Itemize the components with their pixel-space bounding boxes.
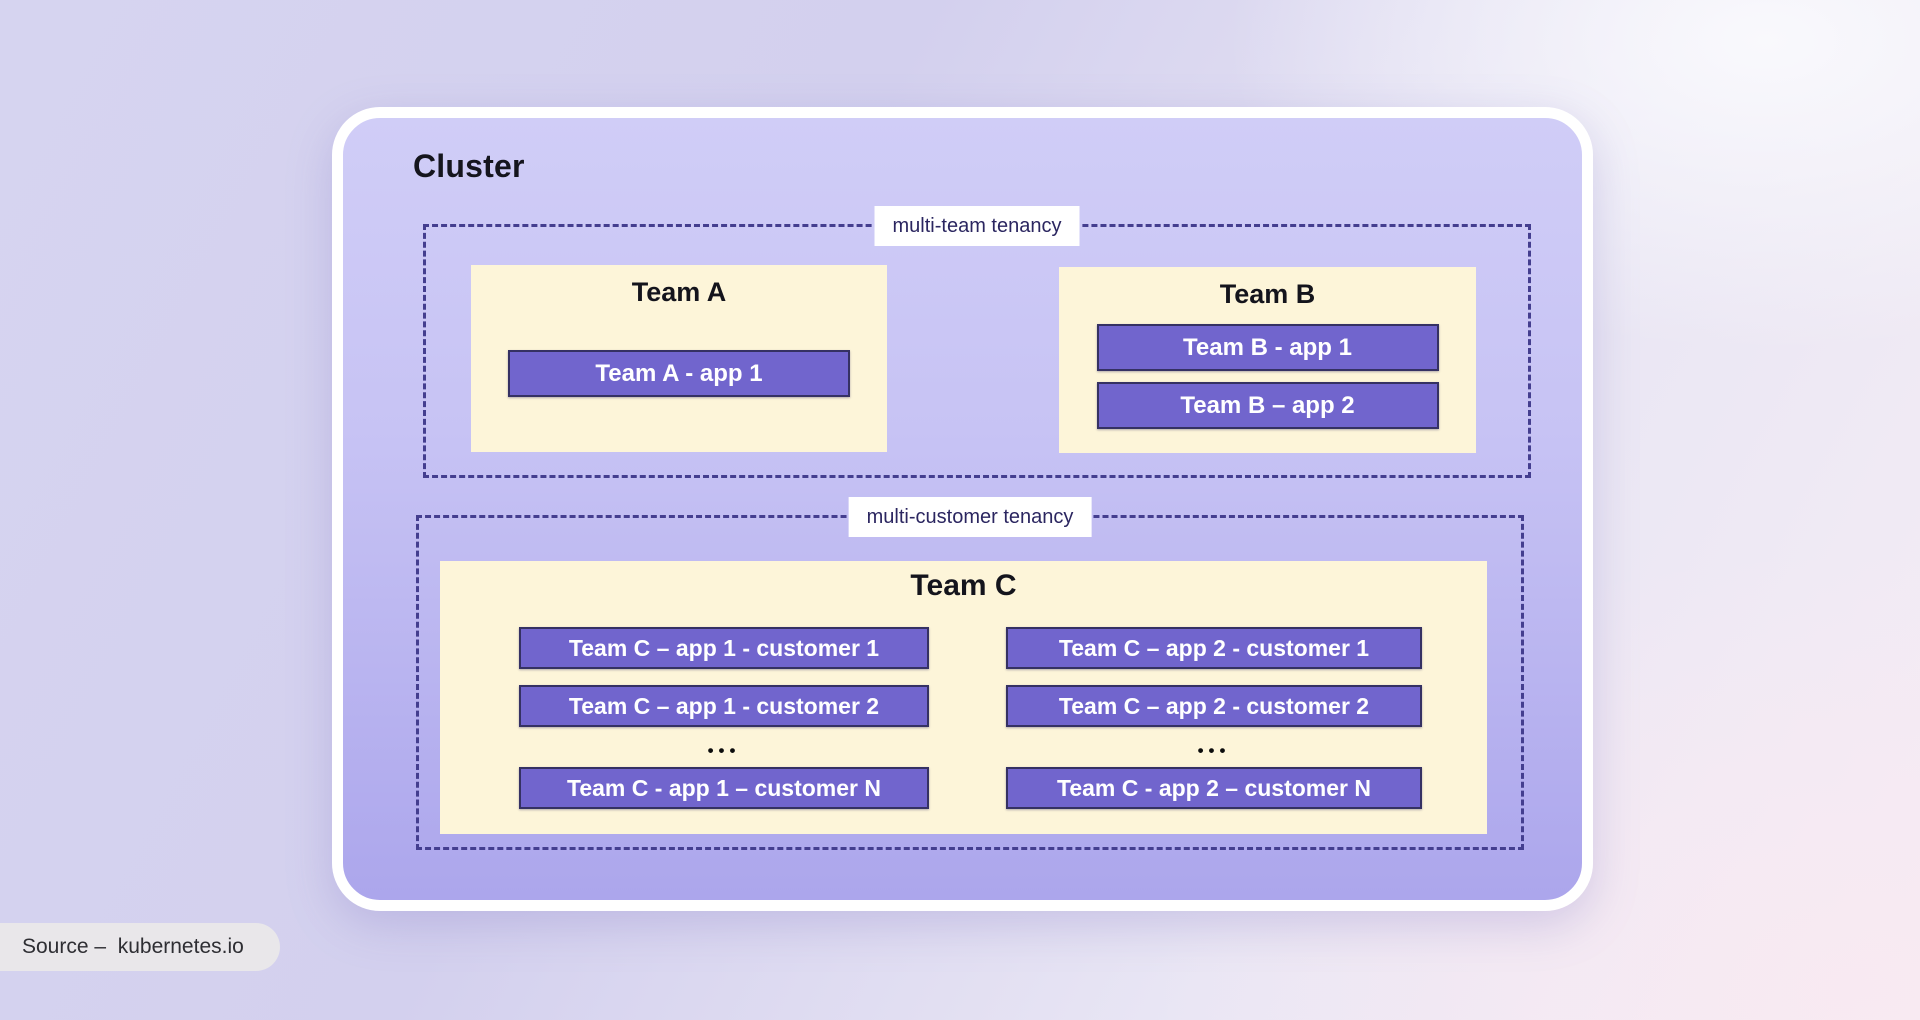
team-b-app-2: Team B – app 2 [1096, 382, 1439, 429]
team-b-box: Team B Team B - app 1 Team B – app 2 [1059, 267, 1476, 453]
team-b-title: Team B [1219, 279, 1316, 309]
team-a-box: Team A Team A - app 1 [471, 265, 887, 452]
team-c-columns: Team C – app 1 - customer 1 Team C – app… [440, 627, 1487, 809]
zone-label-multi-team: multi-team tenancy [874, 206, 1080, 246]
team-c-app2-customer2: Team C – app 2 - customer 2 [1006, 685, 1422, 727]
team-a-apps: Team A - app 1 [508, 350, 850, 397]
team-c-box: Team C Team C – app 1 - customer 1 Team … [440, 561, 1487, 834]
team-c-app1-customerN: Team C - app 1 – customer N [519, 767, 929, 809]
team-c-app2-customerN: Team C - app 2 – customer N [1006, 767, 1422, 809]
team-a-title: Team A [631, 277, 727, 307]
team-c-app2-ellipsis: ••• [1197, 741, 1231, 760]
team-c-app1-customer1: Team C – app 1 - customer 1 [519, 627, 929, 669]
cluster-box: Cluster multi-team tenancy Team A Team A… [332, 107, 1593, 911]
source-attribution: Source – kubernetes.io [0, 923, 280, 971]
team-c-app2-column: Team C – app 2 - customer 1 Team C – app… [1006, 627, 1422, 809]
team-c-app1-ellipsis: ••• [707, 741, 741, 760]
zone-multi-team-tenancy: multi-team tenancy Team A Team A - app 1… [423, 206, 1531, 478]
cluster-title: Cluster [413, 148, 525, 184]
team-b-app-1: Team B - app 1 [1096, 324, 1439, 371]
team-b-apps: Team B - app 1 Team B – app 2 [1096, 324, 1439, 429]
team-c-app2-customer1: Team C – app 2 - customer 1 [1006, 627, 1422, 669]
team-a-app-1: Team A - app 1 [508, 350, 850, 397]
team-c-title: Team C [910, 569, 1017, 602]
team-c-app1-customer2: Team C – app 1 - customer 2 [519, 685, 929, 727]
team-c-app1-column: Team C – app 1 - customer 1 Team C – app… [519, 627, 929, 809]
zone-multi-customer-tenancy: multi-customer tenancy Team C Team C – a… [416, 497, 1524, 850]
zone-label-multi-customer: multi-customer tenancy [848, 497, 1092, 537]
